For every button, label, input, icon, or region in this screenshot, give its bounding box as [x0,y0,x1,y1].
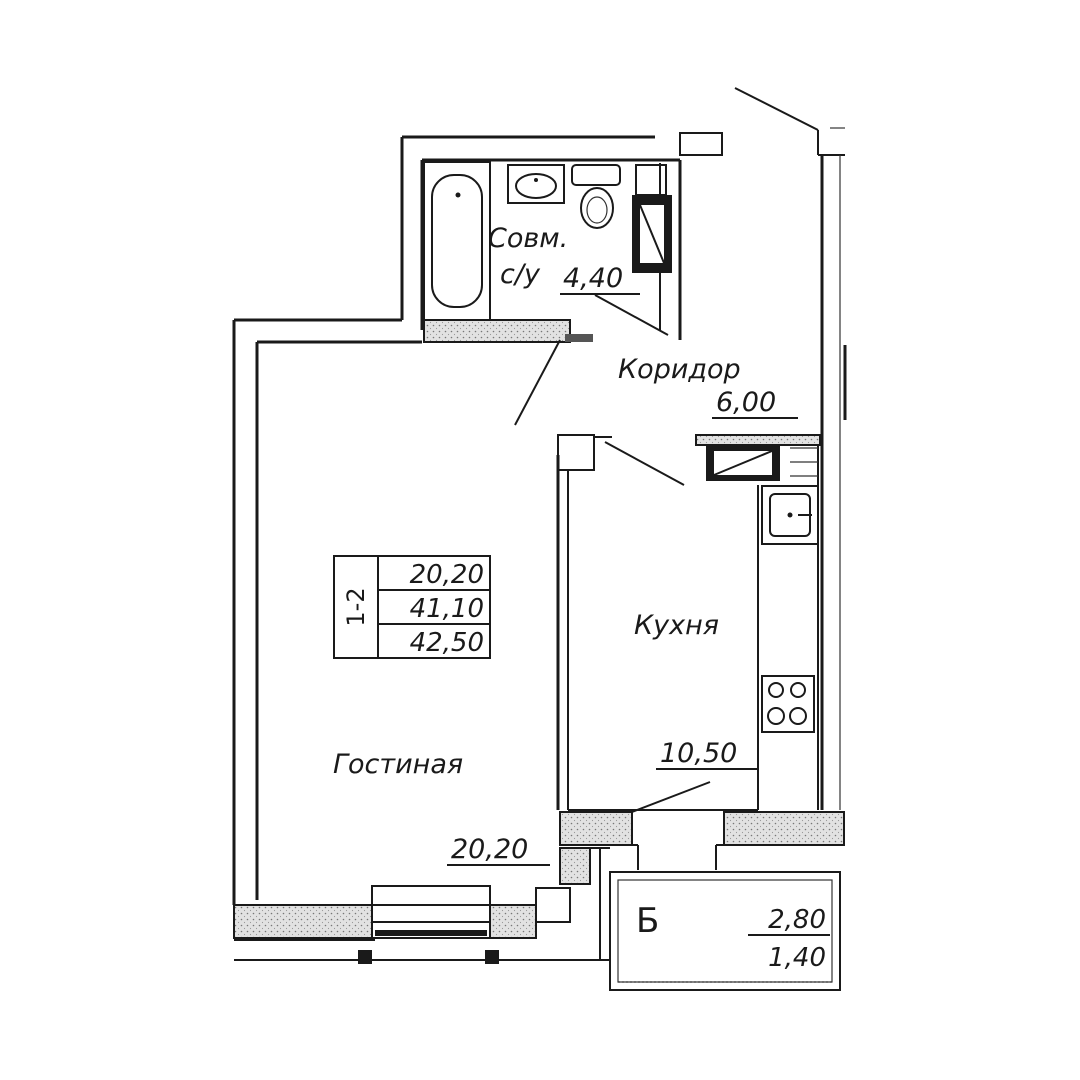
boiler-icon [632,164,672,273]
kitchen-area: 10,50 [660,738,737,769]
washbasin-icon [507,164,565,204]
corridor-label: Коридор 6,00 [618,354,798,419]
bathroom-label: Совм. с/у 4,40 [488,223,640,295]
apartment-summary-table: 1-2 20,20 41,10 42,50 [333,555,491,659]
living-room-area: 20,20 [451,834,528,865]
living-room-label: Гостиная 20,20 [333,749,550,866]
bathroom-name-line1: Совм. [488,223,568,254]
stove-icon [761,675,815,733]
fridge-icon [706,445,818,481]
living-room-name: Гостиная [333,749,463,780]
kitchen-label: Кухня 10,50 [634,610,758,770]
bathroom-name-line2: с/у [500,259,541,290]
total-area-balcony-value: 42,50 [410,628,484,658]
balcony-outline [609,871,841,991]
outer-walls [232,87,847,961]
living-area-value: 20,20 [410,560,484,590]
kitchen-name: Кухня [634,610,719,641]
balcony-name: Б [636,901,659,941]
balcony-reduced-area: 1,40 [768,943,826,973]
total-area-value: 41,10 [410,594,484,624]
corridor-area: 6,00 [716,387,776,418]
balcony-label: Б 2,80 1,40 [636,901,830,973]
living-room-window [358,885,499,964]
toilet-icon [571,164,621,229]
partitions [514,160,845,960]
kitchen-sink-icon [761,485,819,545]
corridor-name: Коридор [618,354,741,385]
balcony-area: 2,80 [768,905,826,935]
apartment-type-code: 1-2 [342,587,370,626]
bathroom-area: 4,40 [563,263,623,294]
bathtub-icon [423,161,491,321]
